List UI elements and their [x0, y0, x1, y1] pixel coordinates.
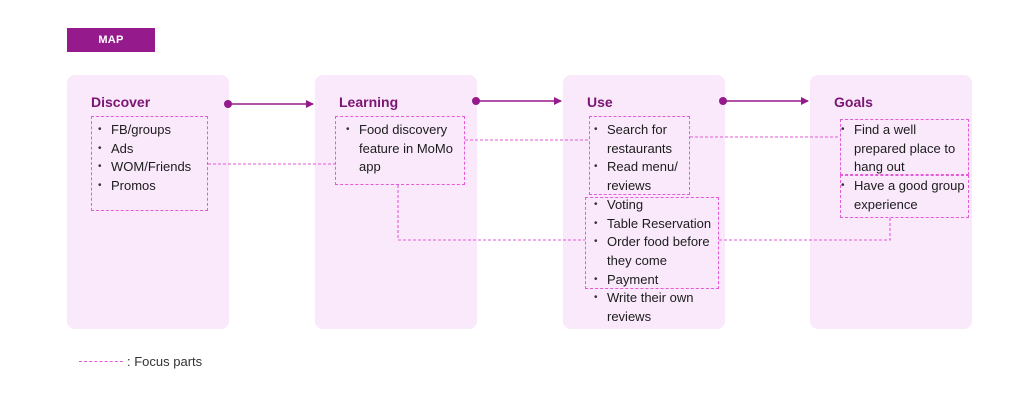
list-item: Write their own reviews — [594, 289, 719, 326]
focus-box-learning — [335, 116, 465, 185]
list-item: Have a good group experience — [841, 177, 969, 214]
stage-card-discover: Discover — [67, 75, 229, 329]
list-item: Table Reservation — [594, 215, 719, 234]
focus-box-discover — [91, 116, 208, 211]
list-item: Promos — [98, 177, 248, 196]
use-list: Search for restaurants Read menu/ review… — [594, 121, 719, 327]
list-item: Find a well prepared place to hang out — [841, 121, 969, 177]
legend-dash-sample — [79, 361, 123, 362]
goals-list: Find a well prepared place to hang out H… — [841, 121, 969, 215]
map-tag: MAP — [67, 28, 155, 52]
focus-link-learning-actions — [397, 185, 585, 241]
flow-arrow-discover-learning — [224, 100, 314, 108]
focus-box-goals-place — [840, 119, 969, 175]
focus-box-use-search — [589, 116, 690, 195]
stage-title-learning: Learning — [339, 94, 399, 110]
list-item: WOM/Friends — [98, 158, 248, 177]
focus-box-goals-group — [840, 175, 969, 218]
list-item: Read menu/ reviews — [594, 158, 719, 195]
list-item: Payment — [594, 271, 719, 290]
focus-link-actions-goals — [719, 218, 891, 241]
stage-card-learning: Learning — [315, 75, 477, 329]
learning-list: Food discovery feature in MoMo app — [346, 121, 464, 177]
list-item: Order food before they come — [594, 233, 719, 270]
legend-label: : Focus parts — [127, 354, 203, 369]
list-item: Food discovery feature in MoMo app — [346, 121, 464, 177]
list-item: Voting — [594, 196, 719, 215]
list-item: Ads — [98, 140, 248, 159]
flow-arrow-learning-use — [472, 97, 562, 105]
focus-box-use-actions — [585, 197, 719, 289]
stage-title-goals: Goals — [834, 94, 873, 110]
discover-list: FB/groups Ads WOM/Friends Promos — [98, 121, 248, 196]
stage-title-use: Use — [587, 94, 613, 110]
flow-arrow-use-goals — [719, 97, 809, 105]
list-item: Search for restaurants — [594, 121, 719, 158]
list-item: FB/groups — [98, 121, 248, 140]
stage-title-discover: Discover — [91, 94, 151, 110]
